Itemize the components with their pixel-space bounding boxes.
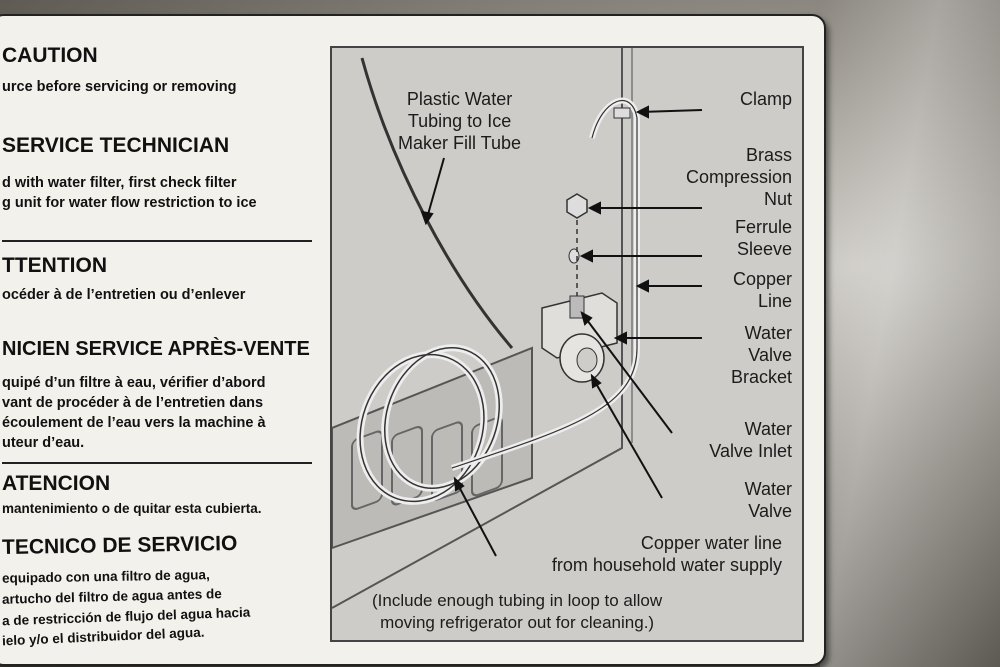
callout-line: Brass (745, 145, 792, 165)
callout-line: Copper water line (640, 533, 782, 553)
callout-line: Water (744, 419, 792, 439)
household-line-callout: Copper water line from household water s… (552, 532, 782, 576)
service-technician-heading: SERVICE TECHNICIAN (2, 134, 230, 157)
attention-heading: TTENTION (2, 254, 107, 277)
note-line: moving refrigerator out for cleaning.) (380, 613, 655, 632)
note-line: (Include enough tubing in loop to allow (372, 591, 663, 610)
instruction-sticker: CAUTION urce before servicing or removin… (0, 14, 826, 666)
diagram-drawing (332, 48, 703, 609)
technicien-body-line: vant de procéder à de l’entretien dans (2, 395, 264, 411)
service-technician-body-line: g unit for water flow restriction to ice (2, 195, 257, 211)
compression-nut (566, 193, 588, 219)
callout-line: Water (744, 323, 792, 343)
callout-line: Ferrule (734, 217, 792, 237)
water-valve-port (576, 347, 598, 373)
callout-line: Sleeve (736, 239, 792, 259)
callout-arrows (420, 105, 703, 557)
callout-line: Plastic Water (406, 89, 513, 109)
atencion-heading: ATENCION (2, 472, 111, 495)
copper-line-callout: Copper Line (733, 268, 792, 312)
warning-text-column: CAUTION urce before servicing or removin… (0, 16, 322, 664)
callout-line: Maker Fill Tube (398, 133, 522, 153)
copper-line-outline (451, 100, 638, 469)
callout-line: Copper (732, 269, 792, 289)
valve-inlet (569, 295, 585, 319)
tecnico-heading: TECNICO DE SERVICIO (1, 531, 238, 560)
valve-callout: Water Valve (745, 478, 792, 522)
technicien-heading: NICIEN SERVICE APRÈS-VENTE (2, 338, 310, 360)
service-technician-body-line: d with water filter, first check filter (2, 175, 237, 191)
callout-line: Valve (748, 345, 792, 365)
brass-nut-callout: Brass Compression Nut (686, 144, 792, 210)
caution-body-line: urce before servicing or removing (2, 79, 237, 95)
loop-note: (Include enough tubing in loop to allow … (372, 590, 662, 634)
plastic-tubing-callout: Plastic Water Tubing to Ice Maker Fill T… (398, 88, 521, 154)
atencion-body-line: mantenimiento o de quitar esta cubierta. (2, 501, 262, 516)
technicien-body-line: uteur d’eau. (2, 435, 85, 451)
technicien-body-line: écoulement de l’eau vers la machine à (2, 415, 266, 431)
cabinet-edge (332, 48, 623, 609)
callout-line: Nut (763, 189, 792, 209)
callout-line: Compression (685, 167, 792, 187)
attention-body-line: océder à de l’entretien ou d’enlever (2, 287, 246, 303)
bracket-callout: Water Valve Bracket (731, 322, 792, 388)
technicien-body-line: quipé d’un filtre à eau, vérifier d’abor… (2, 375, 266, 391)
inlet-callout: Water Valve Inlet (709, 418, 792, 462)
callout-line: Bracket (730, 367, 792, 387)
metal-background (820, 0, 1000, 667)
callout-line: Valve (748, 501, 792, 521)
caution-heading: CAUTION (2, 44, 98, 67)
clamp-part (613, 107, 631, 119)
callout-line: Clamp (739, 89, 792, 109)
callout-line: Line (757, 291, 792, 311)
divider (2, 240, 312, 242)
plumbing-diagram: Plastic Water Tubing to Ice Maker Fill T… (330, 46, 804, 642)
callout-line: Valve Inlet (709, 441, 792, 461)
callout-line: Tubing to Ice (407, 111, 512, 131)
tecnico-body-line: equipado con una filtro de agua, (1, 567, 210, 586)
tubing-loop-outline (359, 347, 500, 503)
callout-line: Water (744, 479, 792, 499)
callout-line: from household water supply (551, 555, 782, 575)
divider (2, 462, 312, 464)
ferrule-callout: Ferrule Sleeve (735, 216, 792, 260)
clamp-callout: Clamp (740, 88, 792, 110)
